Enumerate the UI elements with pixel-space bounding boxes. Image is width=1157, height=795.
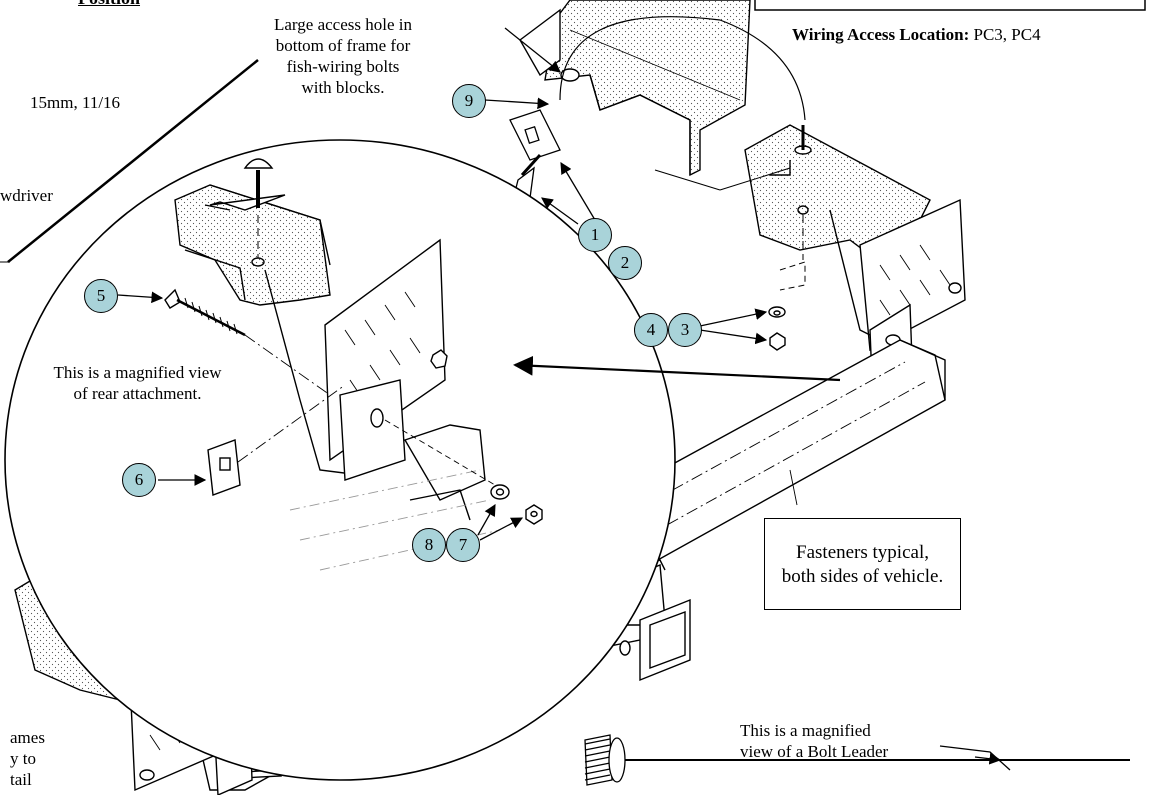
wiring-access-label: Wiring Access Location:: [792, 25, 970, 44]
fasteners-line-1: Fasteners typical,: [796, 542, 929, 563]
magnified-rear-line-2: of rear attachment.: [73, 384, 202, 403]
callout-9: 9: [452, 84, 486, 118]
callout-8: 8: [412, 528, 446, 562]
left-fragment-2: y to: [10, 749, 36, 768]
section-header: Position: [78, 0, 140, 9]
right-frame-rail: [744, 124, 966, 382]
magnified-rear-note: This is a magnified view of rear attachm…: [10, 362, 265, 404]
callout-3: 3: [668, 313, 702, 347]
left-fragment-3: tail: [10, 770, 32, 789]
bolt-leader-line-1: This is a magnified: [740, 721, 871, 740]
callout-4: 4: [634, 313, 668, 347]
access-hole-line-4: with blocks.: [301, 78, 385, 97]
callout-6: 6: [122, 463, 156, 497]
divider-line: [7, 59, 259, 263]
left-fragment-1: ames: [10, 728, 45, 747]
access-hole-line-1: Large access hole in: [274, 15, 412, 34]
access-hole-line-3: fish-wiring bolts: [286, 57, 400, 76]
magnified-rear-attachment: [164, 158, 543, 571]
wrench-sizes-text: 15mm, 11/16: [30, 93, 121, 112]
bolt-leader-line-2: view of a Bolt Leader: [740, 742, 889, 761]
magnified-rear-line-1: This is a magnified view: [53, 363, 222, 382]
top-frame-rail: [519, 0, 751, 177]
fasteners-line-2: both sides of vehicle.: [781, 566, 944, 587]
wiring-access-location: Wiring Access Location: PC3, PC4: [792, 24, 1041, 45]
bolt-leader-note: This is a magnified view of a Bolt Leade…: [740, 720, 888, 762]
callout-1: 1: [578, 218, 612, 252]
fasteners-note-box: Fasteners typical, both sides of vehicle…: [764, 518, 961, 610]
left-fragment-text: ames y to tail: [10, 727, 45, 790]
wiring-access-value: PC3, PC4: [973, 25, 1041, 44]
bolt-leader: [584, 734, 1130, 786]
callout-2: 2: [608, 246, 642, 280]
magnifier-circle: [4, 139, 676, 781]
screwdriver-text: wdriver: [0, 186, 53, 205]
callout-5: 5: [84, 279, 118, 313]
callout-7: 7: [446, 528, 480, 562]
wiring-header-box: [754, 0, 1146, 11]
access-hole-note: Large access hole in bottom of frame for…: [248, 14, 438, 98]
access-hole-line-2: bottom of frame for: [275, 36, 411, 55]
